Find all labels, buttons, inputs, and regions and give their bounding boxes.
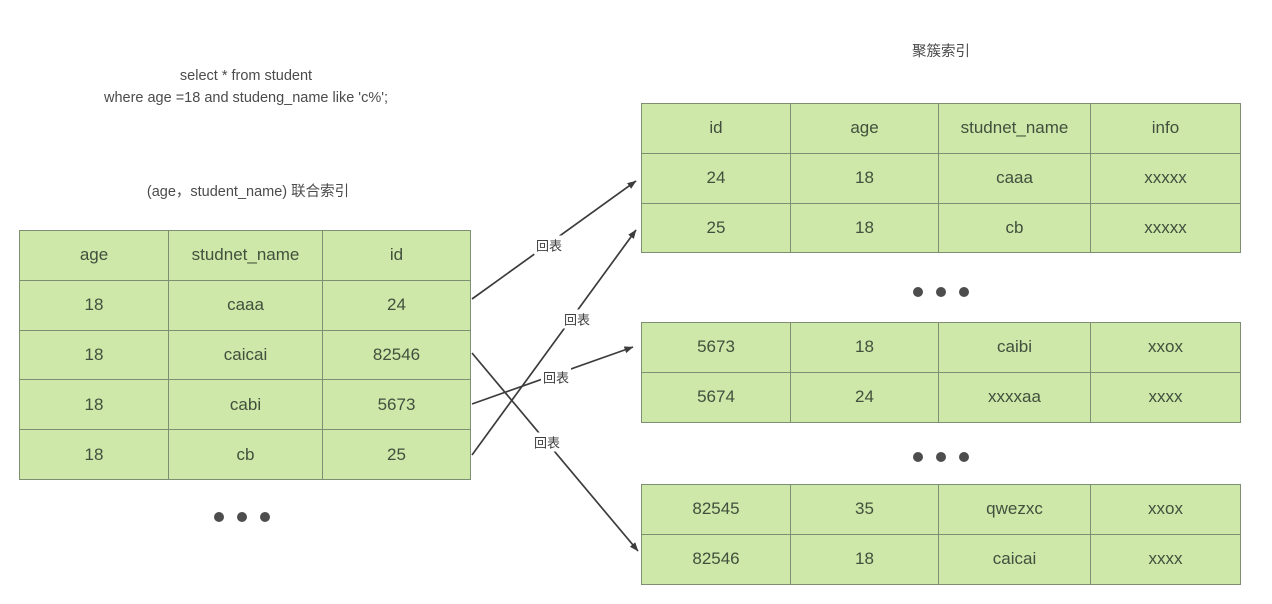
- clustered-index-table-middle-cell: xxox: [1090, 322, 1241, 373]
- clustered-index-table-bottom-cell: xxxx: [1090, 533, 1241, 585]
- ellipsis-dot: [959, 452, 969, 462]
- clustered-index-table-top-cell: xxxxx: [1090, 202, 1241, 254]
- clustered-index-table-bottom-cell: xxox: [1090, 484, 1241, 535]
- joint-index-table-cell: 18: [19, 429, 169, 480]
- clustered-index-table-top-cell: xxxxx: [1090, 152, 1241, 204]
- back-to-table-label-3: 回表: [540, 367, 572, 387]
- clustered-index-table-top-cell: cb: [938, 202, 1091, 254]
- sql-query-text: select * from student where age =18 and …: [40, 66, 452, 110]
- clustered-index-table-middle-cell: caibi: [938, 322, 1091, 373]
- joint-index-table-cell: 18: [19, 279, 169, 331]
- ellipsis-dot: [913, 452, 923, 462]
- clustered-index-table-top-cell: 25: [641, 202, 791, 254]
- clustered-index-table-middle-cell: 18: [790, 322, 939, 373]
- joint-index-label: (age，student_name) 联合索引: [146, 184, 350, 200]
- clustered-index-table-top-header-cell: age: [790, 103, 939, 154]
- clustered-index-table-bottom-cell: 82546: [641, 533, 791, 585]
- clustered-index-table-top-header-cell: studnet_name: [938, 103, 1091, 154]
- ellipsis-dot: [913, 287, 923, 297]
- clustered-index-table-bottom-cell: caicai: [938, 533, 1091, 585]
- joint-index-table-cell: 82546: [322, 329, 471, 381]
- joint-index-table-header-cell: id: [322, 230, 471, 281]
- joint-index-table-cell: 18: [19, 379, 169, 431]
- ellipsis-dot: [959, 287, 969, 297]
- back-to-table-arrow-2: [471, 229, 637, 456]
- clustered-index-table-top-header-cell: id: [641, 103, 791, 154]
- clustered-index-table-middle-cell: 24: [790, 371, 939, 423]
- ellipsis-dot: [260, 512, 270, 522]
- clustered-index-table-top-cell: 18: [790, 202, 939, 254]
- ellipsis-dot: [936, 452, 946, 462]
- back-to-table-label-1: 回表: [533, 235, 565, 255]
- joint-index-table-header-cell: age: [19, 230, 169, 281]
- clustered-index-ellipsis-1: [913, 287, 969, 297]
- clustered-index-title: 聚簇索引: [912, 44, 970, 60]
- clustered-index-table-bottom-cell: 35: [790, 484, 939, 535]
- clustered-index-table-middle-cell: 5674: [641, 371, 791, 423]
- clustered-index-table-top-cell: 18: [790, 152, 939, 204]
- clustered-index-table-bottom-cell: 82545: [641, 484, 791, 535]
- back-to-table-label-2: 回表: [561, 309, 593, 329]
- clustered-index-table-middle-cell: 5673: [641, 322, 791, 373]
- ellipsis-dot: [214, 512, 224, 522]
- ellipsis-dot: [237, 512, 247, 522]
- clustered-index-table-top-header-cell: info: [1090, 103, 1241, 154]
- back-to-table-label-4: 回表: [531, 432, 563, 452]
- joint-index-table-cell: 18: [19, 329, 169, 381]
- joint-index-table-cell: caicai: [168, 329, 323, 381]
- joint-index-table-cell: 25: [322, 429, 471, 480]
- joint-index-table-cell: 5673: [322, 379, 471, 431]
- clustered-index-ellipsis-2: [913, 452, 969, 462]
- clustered-index-table-bottom-cell: 18: [790, 533, 939, 585]
- sql-query-line1: select * from student: [179, 68, 313, 84]
- clustered-index-table-bottom-cell: qwezxc: [938, 484, 1091, 535]
- joint-index-table-header-cell: studnet_name: [168, 230, 323, 281]
- sql-query-line2: where age =18 and studeng_name like 'c%'…: [103, 89, 389, 106]
- clustered-index-table-top-cell: 24: [641, 152, 791, 204]
- clustered-index-table-top-cell: caaa: [938, 152, 1091, 204]
- joint-index-ellipsis: [214, 512, 270, 522]
- joint-index-table-cell: cabi: [168, 379, 323, 431]
- joint-index-table-cell: caaa: [168, 279, 323, 331]
- joint-index-table-cell: 24: [322, 279, 471, 331]
- clustered-index-table-middle-cell: xxxxaa: [938, 371, 1091, 423]
- clustered-index-table-middle-cell: xxxx: [1090, 371, 1241, 423]
- ellipsis-dot: [936, 287, 946, 297]
- joint-index-table-cell: cb: [168, 429, 323, 480]
